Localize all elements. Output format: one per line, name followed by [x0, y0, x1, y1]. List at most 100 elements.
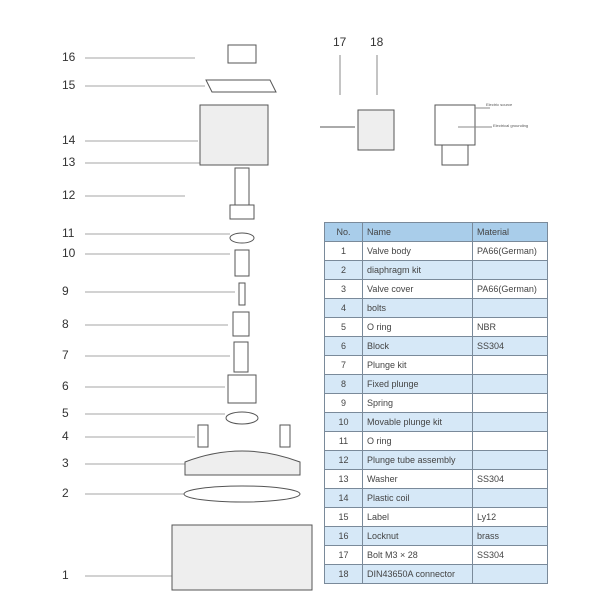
cell-no: 9 [324, 393, 363, 413]
cell-material [472, 393, 548, 413]
cell-no: 13 [324, 469, 363, 489]
bolt-part [197, 424, 209, 448]
leader-lines [85, 57, 235, 577]
cell-name: Plunge tube assembly [362, 450, 473, 470]
cell-material [472, 355, 548, 375]
cell-no: 8 [324, 374, 363, 394]
cell-name: Valve body [362, 241, 473, 261]
cell-name: diaphragm kit [362, 260, 473, 280]
callout-15: 15 [62, 78, 76, 92]
callout-3: 3 [62, 456, 69, 470]
cell-name: Movable plunge kit [362, 412, 473, 432]
header-no: No. [324, 222, 363, 242]
coil-part [199, 104, 269, 166]
oring-part [229, 232, 255, 244]
cell-name: Bolt M3 × 28 [362, 545, 473, 565]
cell-name: Plastic coil [362, 488, 473, 508]
cell-no: 17 [324, 545, 363, 565]
callout-7: 7 [62, 348, 69, 362]
cell-no: 1 [324, 241, 363, 261]
cell-name: Locknut [362, 526, 473, 546]
callout-9: 9 [62, 284, 69, 298]
callout-12: 12 [62, 188, 76, 202]
cell-material [472, 564, 548, 584]
callout-16: 16 [62, 50, 76, 64]
cell-material [472, 488, 548, 508]
cell-no: 15 [324, 507, 363, 527]
cell-name: Valve cover [362, 279, 473, 299]
cell-no: 11 [324, 431, 363, 451]
movable-plunge-part [234, 249, 250, 277]
callout-8: 8 [62, 317, 69, 331]
plunge-tube-part [234, 167, 250, 211]
valve-cover-part [184, 450, 301, 476]
cell-name: Fixed plunge [362, 374, 473, 394]
cell-no: 4 [324, 298, 363, 318]
label-part [205, 79, 277, 93]
callout-10: 10 [62, 246, 76, 260]
callout-14: 14 [62, 133, 76, 147]
electric-source-note: Electric source [486, 102, 513, 107]
cell-name: O ring [362, 431, 473, 451]
callout-11: 11 [62, 226, 75, 240]
cell-material: NBR [472, 317, 548, 337]
cell-no: 10 [324, 412, 363, 432]
callout-18: 18 [370, 35, 384, 49]
locknut-part [227, 44, 257, 64]
cell-no: 3 [324, 279, 363, 299]
cell-name: Block [362, 336, 473, 356]
callout-2: 2 [62, 486, 69, 500]
callout-4: 4 [62, 429, 69, 443]
cell-no: 16 [324, 526, 363, 546]
header-material: Material [472, 222, 548, 242]
cell-material: Ly12 [472, 507, 548, 527]
cell-name: Label [362, 507, 473, 527]
bolt-part [279, 424, 291, 448]
cell-material: SS304 [472, 545, 548, 565]
cell-material: PA66(German) [472, 279, 548, 299]
cell-material [472, 260, 548, 280]
valve-body-part [171, 524, 313, 591]
washer-part [229, 204, 255, 220]
callout-13: 13 [62, 155, 76, 169]
oring-5-part [225, 411, 259, 425]
cell-name: Spring [362, 393, 473, 413]
cell-material [472, 412, 548, 432]
connector-base [441, 144, 469, 166]
connector-part [357, 109, 395, 151]
parts [171, 44, 492, 591]
cell-no: 14 [324, 488, 363, 508]
cell-no: 18 [324, 564, 363, 584]
callout-1: 1 [62, 568, 69, 582]
cell-name: DIN43650A connector [362, 564, 473, 584]
cell-material [472, 374, 548, 394]
cell-material [472, 298, 548, 318]
callout-17: 17 [333, 35, 347, 49]
diaphragm-part [183, 485, 301, 503]
cell-no: 5 [324, 317, 363, 337]
cell-name: bolts [362, 298, 473, 318]
cell-no: 2 [324, 260, 363, 280]
header-name: Name [362, 222, 473, 242]
electrical-grounding-note: Electrical grounding [493, 123, 529, 128]
cell-name: O ring [362, 317, 473, 337]
cell-name: Plunge kit [362, 355, 473, 375]
block-part [227, 374, 257, 404]
